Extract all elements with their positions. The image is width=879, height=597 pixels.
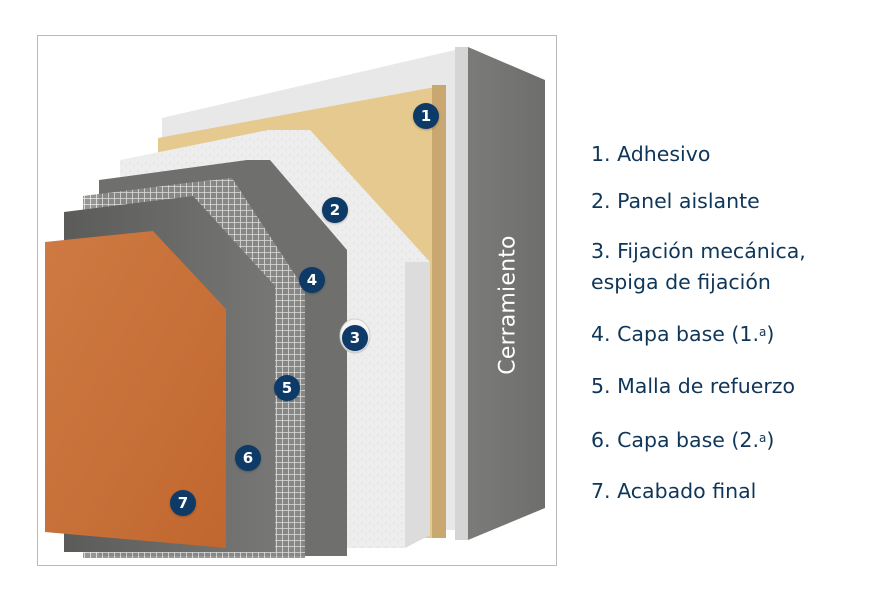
legend-item-text: 6. Capa base (2.	[591, 428, 759, 452]
badge-4: 4	[299, 267, 325, 293]
badge-7: 7	[170, 490, 196, 516]
legend-item-text: 2. Panel aislante	[591, 189, 760, 213]
wall-label: Cerramiento	[495, 235, 521, 375]
badge-3: 3	[342, 325, 368, 351]
badge-1: 1	[413, 103, 439, 129]
legend-item-text-line1: 3. Fijación mecánica,	[591, 239, 806, 263]
legend-item-tail: )	[766, 322, 775, 346]
legend-item-text: 1. Adhesivo	[591, 142, 711, 166]
legend-item-text: 4. Capa base (1.	[591, 322, 759, 346]
legend-item-text-line2: espiga de fijación	[591, 270, 771, 294]
badge-6: 6	[235, 445, 261, 471]
legend-item-3: 3. Fijación mecánica, espiga de fijación	[591, 236, 806, 298]
legend-item-5: 5. Malla de refuerzo	[591, 370, 795, 402]
legend-item-1: 1. Adhesivo	[591, 138, 710, 170]
legend-item-text: 5. Malla de refuerzo	[591, 374, 796, 398]
legend-item-7: 7. Acabado final	[591, 475, 756, 507]
legend-item-2: 2. Panel aislante	[591, 185, 760, 217]
legend-item-4: 4. Capa base (1.a)	[591, 318, 774, 350]
legend-item-tail: )	[766, 428, 775, 452]
badge-2: 2	[322, 197, 348, 223]
legend-item-6: 6. Capa base (2.a)	[591, 424, 774, 456]
legend-item-sup: a	[758, 325, 767, 339]
legend-item-sup: a	[758, 431, 767, 445]
legend-item-text: 7. Acabado final	[591, 479, 757, 503]
badge-5: 5	[274, 375, 300, 401]
layer-finish	[45, 231, 226, 548]
